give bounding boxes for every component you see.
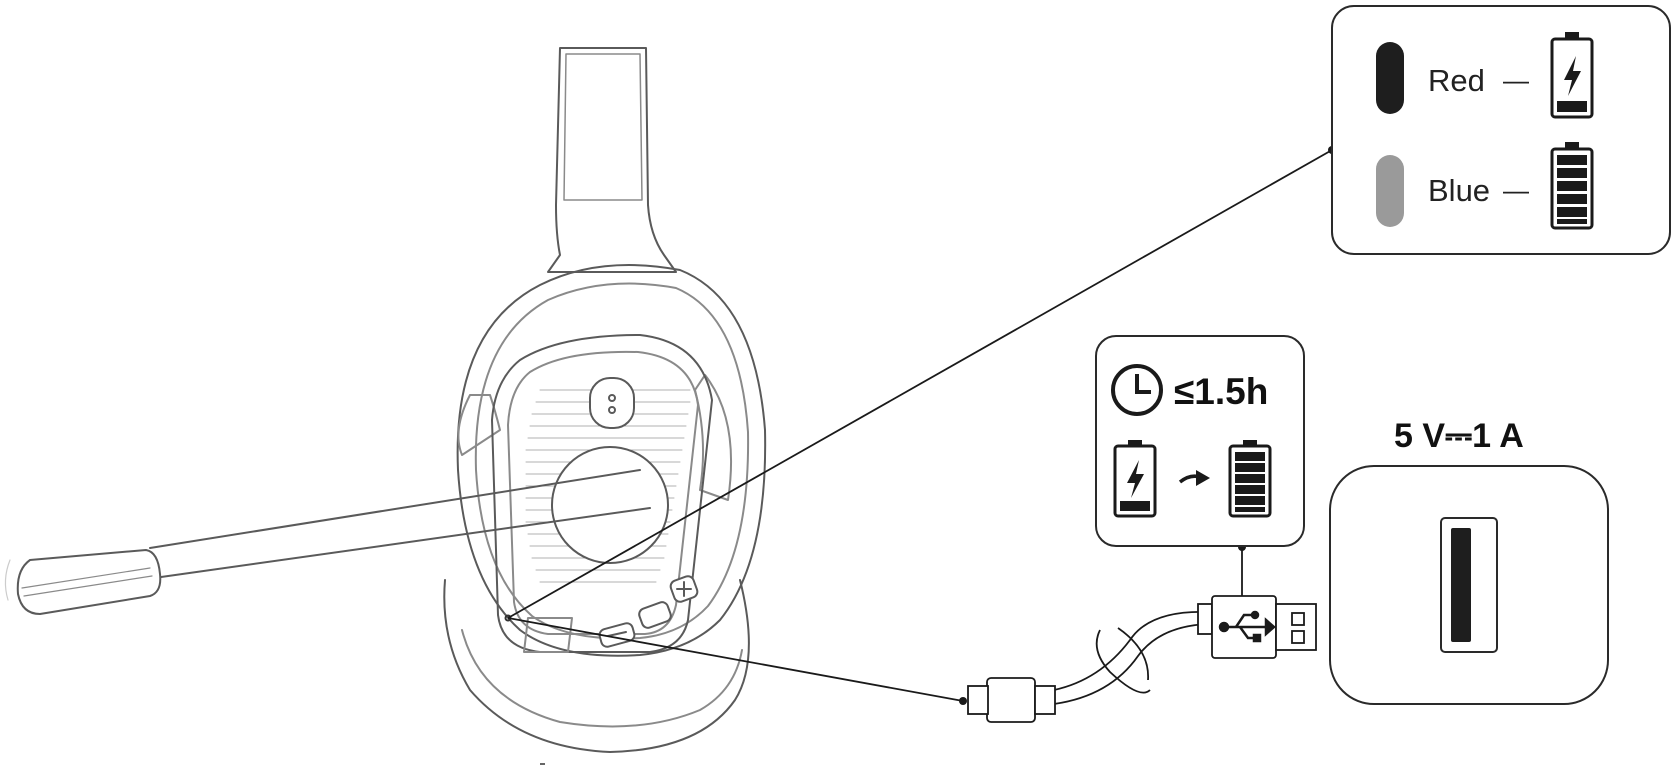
cable-loop-2 — [1117, 627, 1149, 681]
headset-illustration — [4, 47, 767, 753]
charging-port — [523, 617, 573, 653]
cable-strand-1 — [1053, 611, 1209, 691]
blue-led-separator: — — [1503, 175, 1529, 205]
ear-cushion-inner — [461, 629, 743, 728]
cable-strand-2 — [1053, 623, 1209, 705]
red-led-label: Red — [1428, 63, 1485, 98]
control-plate-inner — [507, 350, 699, 635]
side-slot-left — [457, 394, 501, 456]
multifunction-button — [638, 601, 672, 629]
center-disc — [551, 446, 669, 564]
cable-loop-1 — [1095, 629, 1151, 694]
led-legend-box: Red — Blue — — [1331, 5, 1671, 255]
clock-icon — [1111, 364, 1163, 416]
port-callout-dot — [959, 697, 967, 705]
battery-full-icon — [1228, 440, 1272, 518]
side-slot-right — [694, 374, 733, 501]
blue-led-label: Blue — [1428, 173, 1490, 208]
usb-icon — [1218, 610, 1276, 643]
ear-cup-shell — [456, 264, 767, 657]
mic-tip — [16, 549, 162, 615]
red-led-separator: — — [1503, 65, 1529, 95]
headband-inner — [563, 53, 643, 201]
usb-cable — [967, 595, 1317, 723]
adapter-rating-label: 5 V⎓1 A — [1394, 417, 1524, 455]
power-adapter — [1329, 465, 1609, 705]
battery-charging-icon — [1113, 440, 1157, 518]
charge-time-label: ≤1.5h — [1174, 371, 1268, 412]
ear-cup-shell-inner — [474, 282, 750, 640]
headband — [547, 47, 677, 273]
port-callout-line — [507, 617, 964, 702]
leader-lines — [507, 149, 1333, 702]
control-plate — [491, 334, 713, 653]
usb-port-icon — [1440, 517, 1498, 653]
usb-a-plug-boot — [1197, 603, 1213, 635]
ear-cushion — [443, 579, 750, 753]
battery-charging-icon — [1550, 32, 1594, 119]
micro-usb-plug — [986, 677, 1036, 723]
pairing-button — [589, 377, 635, 429]
led-callout-line — [507, 149, 1333, 619]
mic-boom — [149, 469, 651, 579]
charge-info-box: ≤1.5h — [1095, 335, 1305, 547]
blue-led-swatch — [1376, 155, 1404, 227]
arrow-icon — [1178, 470, 1210, 486]
battery-full-icon — [1550, 142, 1594, 230]
red-led-swatch — [1376, 42, 1404, 114]
